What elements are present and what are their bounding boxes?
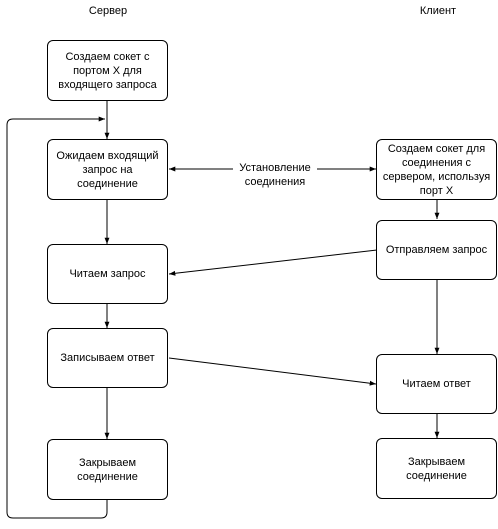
edge-loop-back [6,116,108,519]
server-read-request-node: Читаем запрос [47,244,168,304]
client-read-response-node: Читаем ответ [376,354,497,414]
client-create-socket-node: Создаем сокет для соединения с сервером,… [376,139,497,200]
handshake-label: Установление соединения [233,161,317,189]
client-column-title: Клиент [419,5,457,17]
server-wait-request-node: Ожидаем входящий запрос на соединение [47,139,168,200]
server-write-response-node: Записываем ответ [47,328,168,388]
client-close-connection-node: Закрываем соединение [376,438,497,499]
edge-send-to-server-read [168,249,378,276]
server-column-title: Сервер [88,5,128,17]
server-create-socket-node: Создаем сокет с портом X для входящего з… [47,40,168,101]
edge-write-to-client-read [168,357,377,386]
server-close-connection-node: Закрываем соединение [47,439,168,500]
client-send-request-node: Отправляем запрос [376,220,497,280]
